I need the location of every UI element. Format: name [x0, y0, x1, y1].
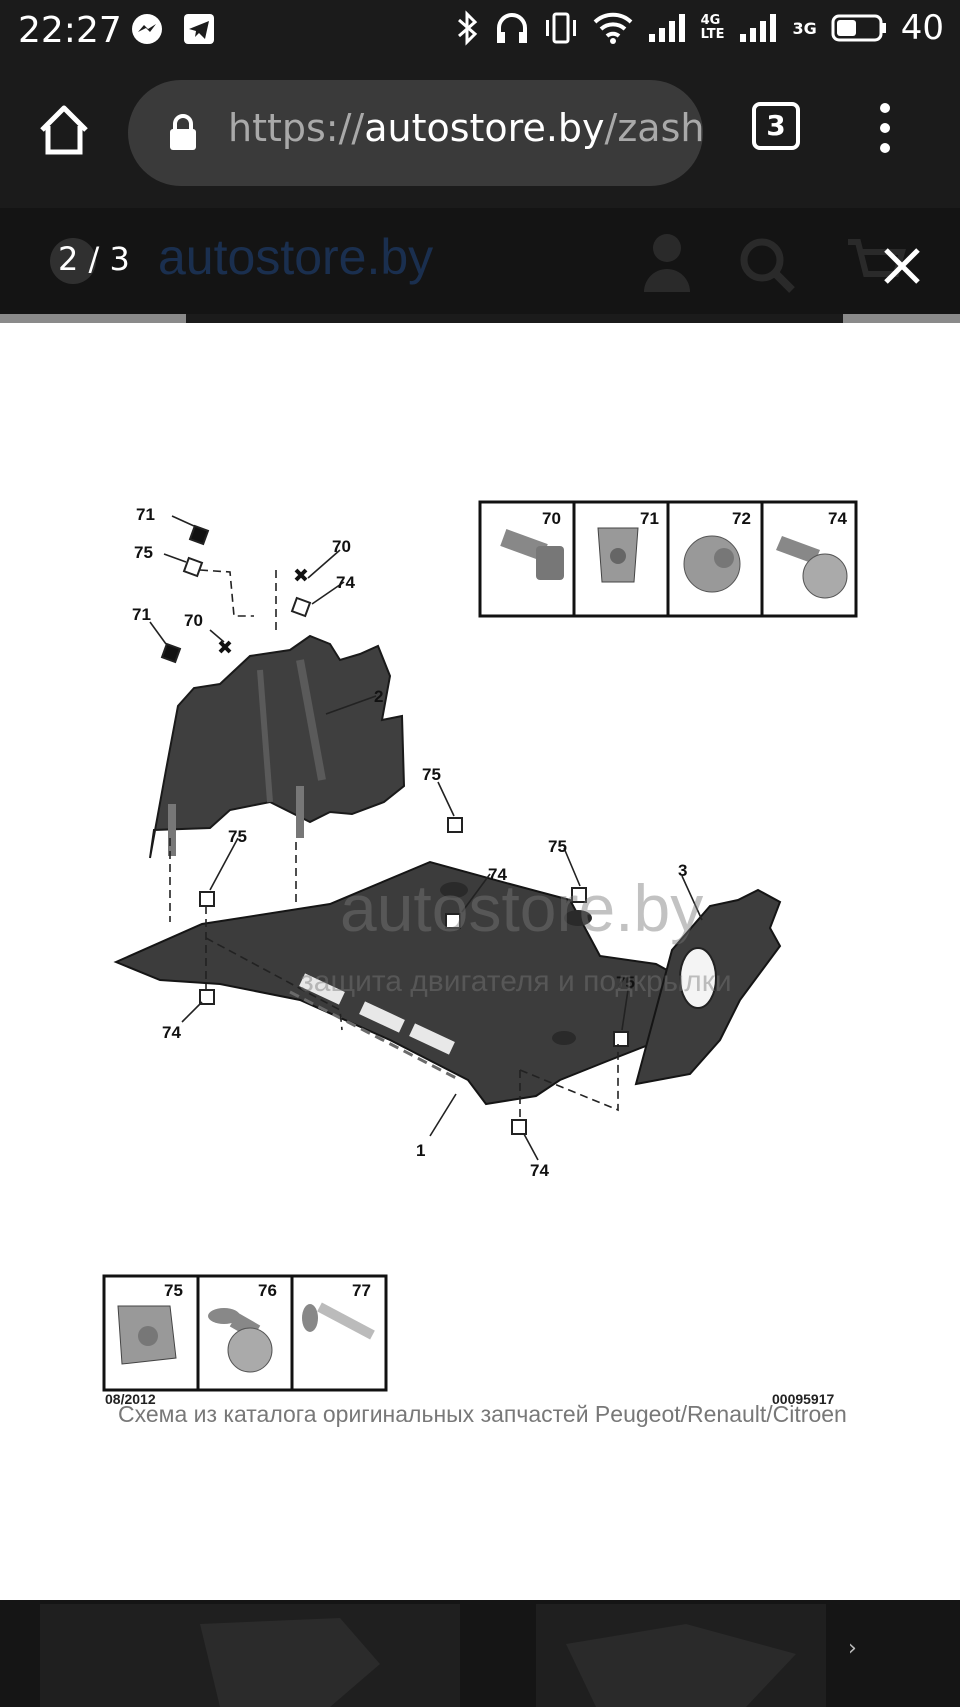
cart-icon — [848, 239, 906, 277]
status-time: 22:27 — [18, 10, 122, 51]
callout-75b: 75 — [422, 765, 441, 784]
part-1-undertray — [113, 860, 698, 1106]
wifi-icon — [593, 12, 632, 44]
callout-74a: 74 — [336, 573, 355, 592]
signal-icon-2 — [740, 14, 777, 42]
bolt-70-icon — [500, 529, 564, 580]
parts-diagram: 70 71 72 74 — [102, 500, 858, 1392]
url-text: https://autostore.by/zash — [228, 106, 703, 150]
diagram-caption: Схема из каталога оригинальных запчастей… — [118, 1401, 847, 1427]
legend-label-70: 70 — [542, 509, 561, 528]
battery-level: 40 — [900, 8, 944, 48]
user-icon — [644, 234, 690, 292]
home-icon[interactable] — [36, 102, 92, 158]
callout-3: 3 — [678, 861, 687, 880]
watermark-sub: защита двигателя и подкрылки — [300, 965, 732, 998]
bluetooth-icon — [457, 10, 477, 46]
legend-label-76: 76 — [258, 1281, 277, 1300]
callout-70a: 70 — [332, 537, 351, 556]
callout-75c: 75 — [228, 827, 247, 846]
messenger-icon — [132, 14, 162, 44]
callout-71a: 71 — [136, 505, 155, 524]
parts-legend-top — [478, 500, 858, 618]
status-bar: 22:27 4G LTE 3G 40 — [0, 0, 960, 62]
callout-75a: 75 — [134, 543, 153, 562]
search-icon — [740, 238, 795, 293]
legend-label-77: 77 — [352, 1281, 371, 1300]
tab-switcher-button[interactable]: 3 — [752, 102, 800, 150]
site-logo-icon — [50, 238, 96, 284]
signal-icon — [648, 14, 685, 42]
parts-legend-bottom — [102, 1274, 388, 1392]
callout-74b: 74 — [488, 865, 507, 884]
legend-label-71: 71 — [640, 509, 659, 528]
browser-toolbar: https://autostore.by/zash 3 — [0, 62, 960, 208]
telegram-icon — [184, 14, 214, 44]
callout-leaders — [149, 515, 703, 1161]
watermark-main: autostore.by — [340, 871, 704, 945]
battery-icon — [831, 14, 886, 42]
rivet-74-icon — [776, 536, 848, 599]
indicator-right — [843, 314, 960, 323]
indicator-left — [0, 314, 186, 323]
network-type-4g: 4G LTE — [700, 13, 725, 42]
thumbnail-next-icon[interactable]: › — [848, 1636, 857, 1661]
lock-icon — [170, 114, 196, 150]
callout-1: 1 — [416, 1141, 425, 1160]
site-logo: autostore.by — [158, 229, 434, 285]
clip-71-icon — [597, 527, 639, 583]
part-2-shield — [149, 634, 406, 859]
callout-71b: 71 — [132, 605, 151, 624]
vibrate-icon — [545, 12, 576, 44]
url-bar[interactable]: https://autostore.by/zash — [128, 80, 703, 186]
catalog-date: 08/2012 — [105, 1391, 156, 1407]
thumbnail-1[interactable] — [40, 1604, 460, 1707]
callout-70b: 70 — [184, 611, 203, 630]
fastener-markers — [160, 524, 629, 1135]
close-icon[interactable] — [878, 242, 926, 290]
catalog-id: 00095917 — [772, 1391, 835, 1407]
more-menu-icon[interactable] — [875, 98, 895, 158]
thumbnail-strip: › — [0, 1600, 960, 1707]
network-type-3g: 3G — [792, 18, 817, 38]
legend-label-75: 75 — [164, 1281, 183, 1300]
part-3-shield — [634, 888, 782, 1086]
leader-lines — [169, 569, 619, 1120]
thumbnail-2[interactable] — [536, 1604, 826, 1707]
callout-74d: 74 — [530, 1161, 549, 1180]
headphones-icon — [496, 13, 527, 43]
callout-2: 2 — [374, 687, 383, 706]
legend-label-72: 72 — [732, 509, 751, 528]
callout-75d: 75 — [548, 837, 567, 856]
callout-75e: 75 — [616, 973, 635, 992]
callout-74c: 74 — [162, 1023, 181, 1042]
legend-label-74: 74 — [828, 509, 847, 528]
nut-72-icon — [683, 535, 741, 593]
gallery-counter: 2 / 3 — [58, 240, 130, 278]
site-header: autostore.by 2 / 3 — [0, 208, 960, 314]
rivet-77-icon — [302, 1302, 375, 1340]
screw-76-icon — [208, 1308, 273, 1373]
clip-75-icon — [117, 1305, 177, 1365]
